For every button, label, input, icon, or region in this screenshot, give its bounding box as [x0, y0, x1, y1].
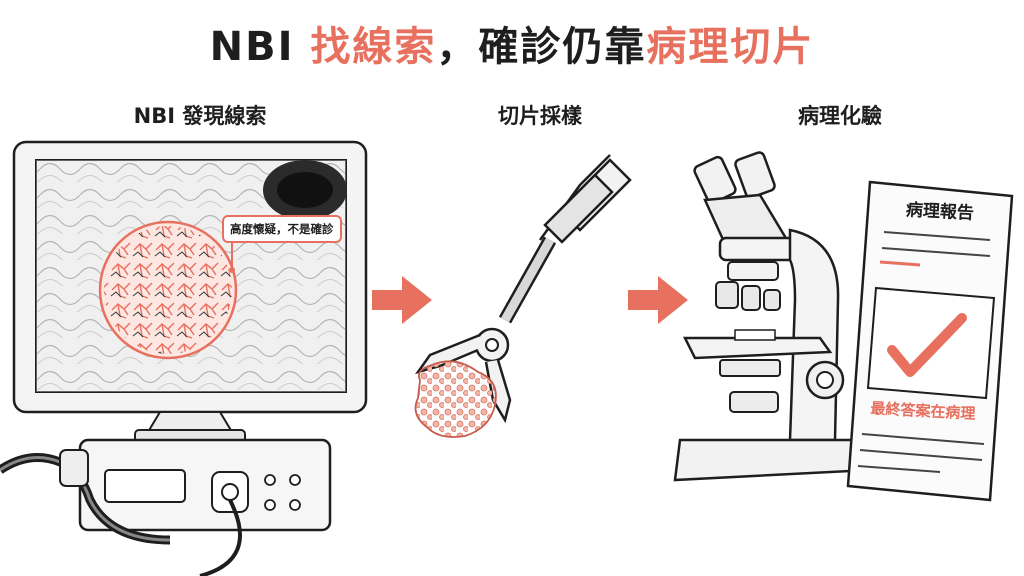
monitor-icon — [14, 142, 366, 444]
arrow-right-icon — [628, 276, 688, 324]
endoscope-processor-icon — [0, 440, 330, 576]
microscope-icon — [675, 151, 870, 480]
report-icon — [848, 182, 1012, 500]
arrow-right-icon — [372, 276, 432, 324]
callout-suspicion: 高度懷疑，不是確診 — [222, 215, 342, 243]
biopsy-forceps-icon — [416, 155, 630, 437]
